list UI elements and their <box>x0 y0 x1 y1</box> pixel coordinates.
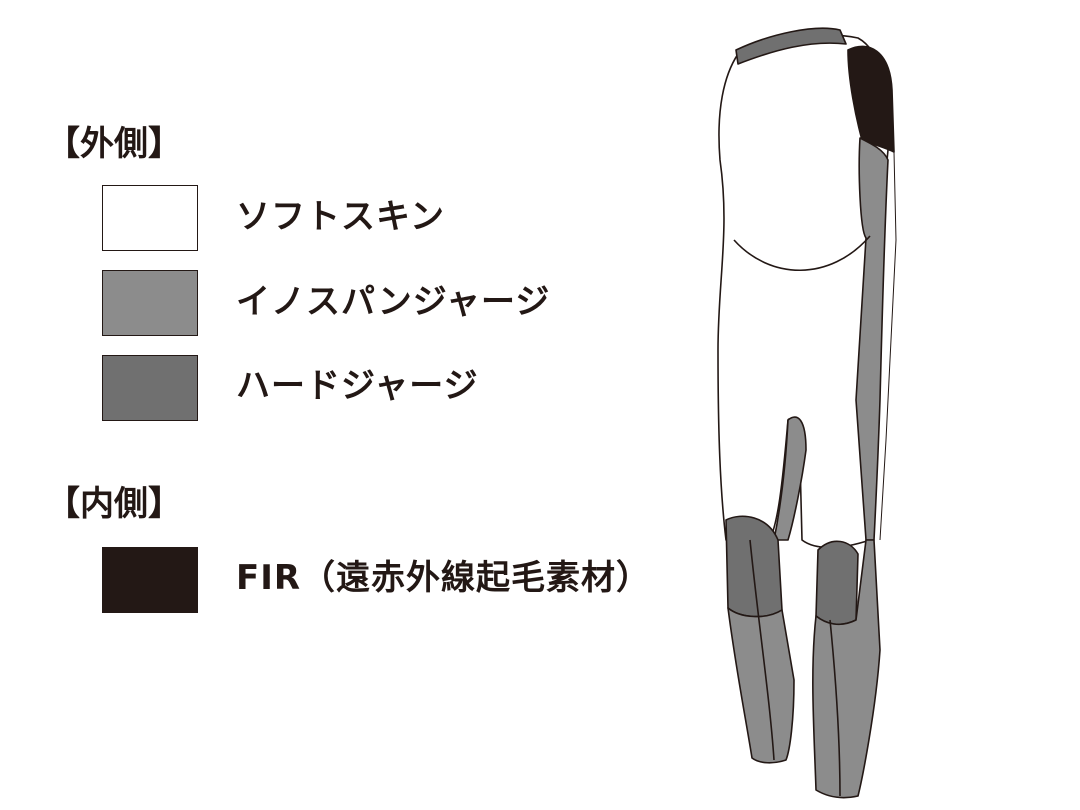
wetsuit-seam-left <box>749 539 775 761</box>
wetsuit-seam-right <box>829 619 841 797</box>
label-soft-skin: ソフトスキン <box>236 197 445 237</box>
wetsuit-illustration <box>717 27 897 799</box>
wetsuit-collar <box>735 27 847 65</box>
wetsuit-waist-seam <box>733 235 871 272</box>
wetsuit-knee-pad-right <box>815 540 859 626</box>
wetsuit-inner-leg-panel <box>773 416 807 541</box>
wetsuit-knee-pad-left <box>725 515 783 618</box>
wetsuit-lower-leg-left <box>727 607 795 764</box>
swatch-fir <box>102 547 198 613</box>
swatch-hard-jersey <box>102 355 198 421</box>
wetsuit-lower-leg-right <box>812 539 881 799</box>
wetsuit-side-piping <box>879 151 897 541</box>
label-hard-jersey: ハードジャージ <box>236 366 479 406</box>
swatch-soft-skin <box>102 185 198 251</box>
wetsuit-shoulder-fir <box>847 45 895 153</box>
label-inospan-jersey: イノスパンジャージ <box>236 282 551 322</box>
outer-heading: 【外側】 <box>46 124 182 164</box>
wetsuit-side-panel <box>855 137 889 541</box>
label-fir: FIR（遠赤外線起毛素材） <box>236 558 652 598</box>
swatch-inospan-jersey <box>102 270 198 336</box>
inner-heading: 【内側】 <box>46 484 182 524</box>
